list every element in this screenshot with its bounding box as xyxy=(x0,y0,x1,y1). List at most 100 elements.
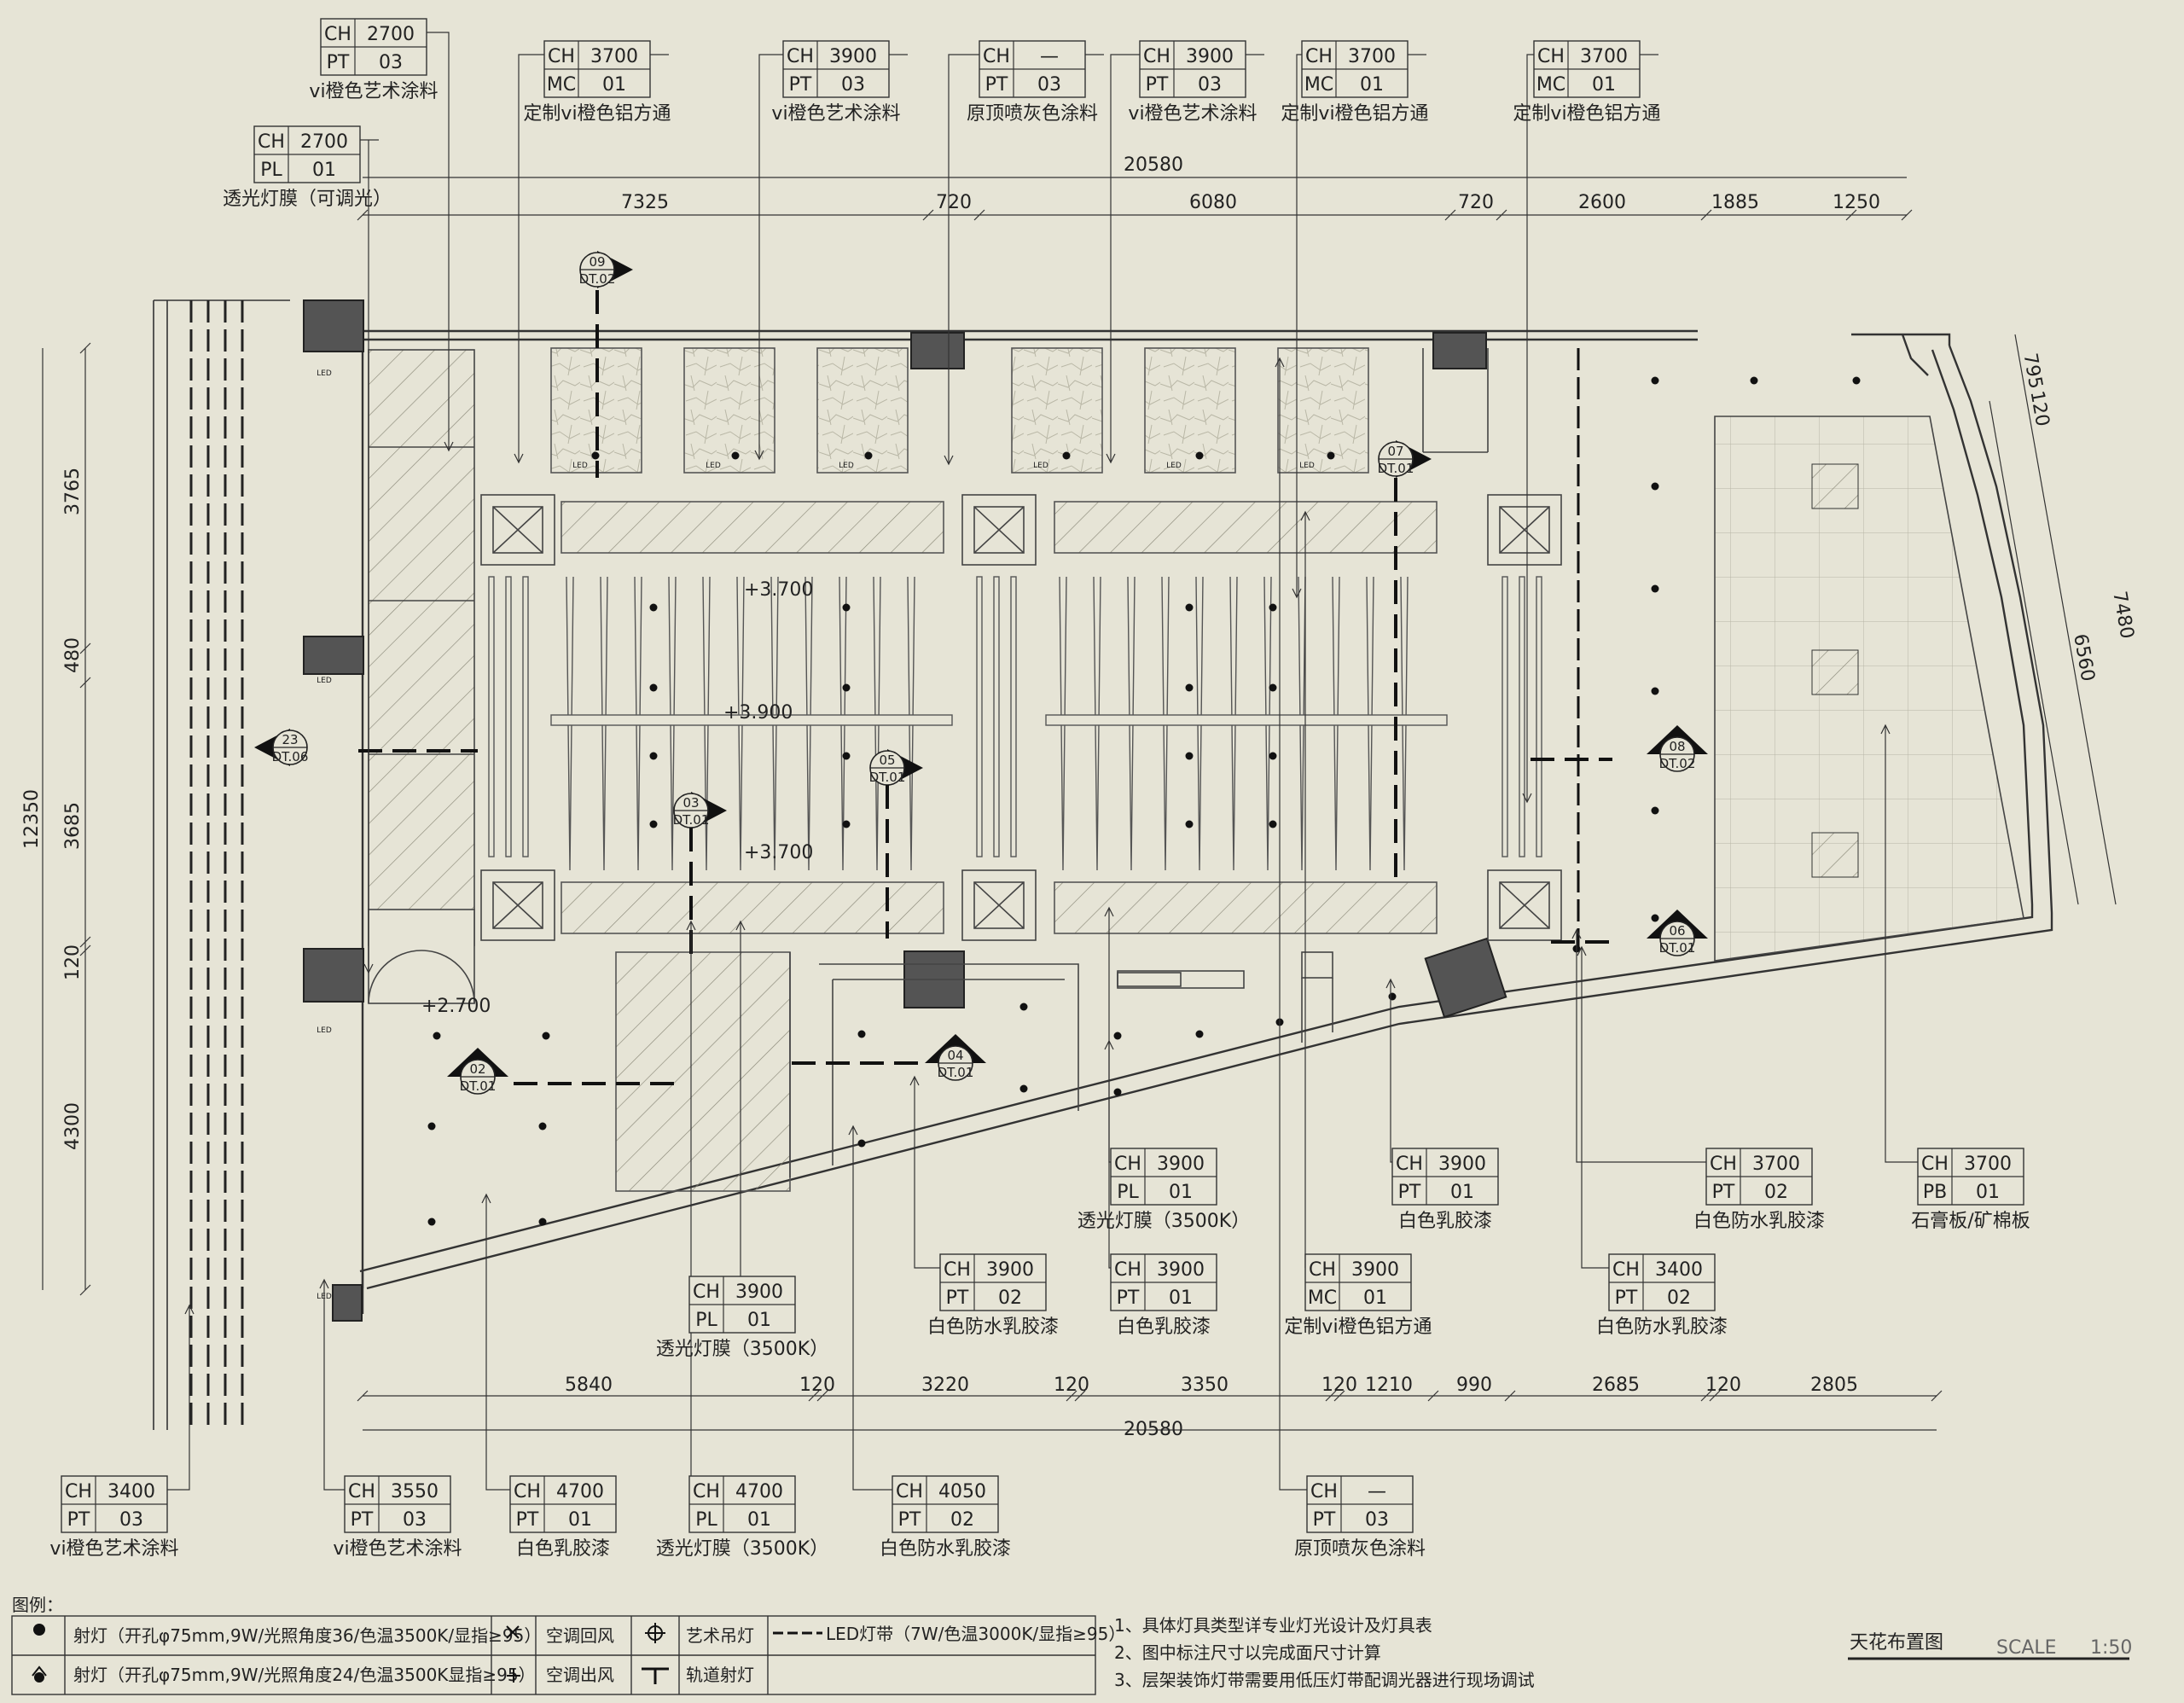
svg-text:原顶喷灰色涂料: 原顶喷灰色涂料 xyxy=(1294,1538,1426,1560)
svg-text:CH: CH xyxy=(1710,1154,1737,1175)
svg-text:PL: PL xyxy=(260,160,282,181)
left-light-film-panel xyxy=(368,349,475,1004)
downlight xyxy=(842,752,851,760)
svg-text:CH: CH xyxy=(1305,46,1333,67)
downlight xyxy=(1651,687,1659,695)
svg-text:LED: LED xyxy=(1033,462,1048,470)
svg-text:PT: PT xyxy=(946,1287,969,1309)
svg-text:MC: MC xyxy=(1304,74,1333,96)
svg-text:DT.01: DT.01 xyxy=(938,1065,974,1080)
svg-text:3900: 3900 xyxy=(1351,1259,1399,1281)
svg-text:01: 01 xyxy=(1976,1182,2000,1203)
downlight xyxy=(1269,683,1277,692)
svg-text:—: — xyxy=(1368,1481,1386,1502)
svg-text:CH: CH xyxy=(548,46,575,67)
downlight xyxy=(1062,451,1071,460)
title-block: 天花布置图 SCALE 1:50 xyxy=(1848,1632,2132,1660)
downlight xyxy=(1750,376,1758,385)
legend-ac-supply: 空调出风 xyxy=(546,1665,614,1685)
slat xyxy=(702,576,711,871)
slat xyxy=(873,576,881,871)
svg-text:CH: CH xyxy=(1143,46,1170,67)
elevation-c: +3.700 xyxy=(744,842,813,863)
slat-crossbars xyxy=(550,714,1448,726)
legend-spot-24: 射灯（开孔φ75mm,9W/光照角度24/色温3500K显指≥95） xyxy=(73,1665,536,1685)
svg-text:PT: PT xyxy=(327,52,350,73)
svg-text:PL: PL xyxy=(695,1310,717,1331)
svg-text:白色防水乳胶漆: 白色防水乳胶漆 xyxy=(1693,1211,1825,1232)
downlight xyxy=(1388,992,1397,1001)
scale-label: SCALE xyxy=(1996,1637,2057,1659)
svg-text:PL: PL xyxy=(695,1509,717,1531)
svg-text:LED: LED xyxy=(839,462,854,470)
svg-text:01: 01 xyxy=(1360,74,1384,96)
svg-text:CH: CH xyxy=(944,1259,971,1281)
slat xyxy=(1332,576,1340,871)
downlight xyxy=(857,1030,866,1038)
svg-text:01: 01 xyxy=(747,1310,771,1331)
svg-text:CH: CH xyxy=(1114,1259,1141,1281)
led-slat-strip xyxy=(488,576,495,857)
svg-text:3400: 3400 xyxy=(1655,1259,1703,1281)
downlight xyxy=(591,451,600,460)
dim-top-segment: 1885 xyxy=(1711,192,1759,213)
svg-text:05: 05 xyxy=(879,753,895,768)
svg-text:3700: 3700 xyxy=(1580,46,1628,67)
downlight xyxy=(649,752,658,760)
downlight xyxy=(1185,603,1194,612)
slat xyxy=(1195,576,1204,871)
dim-top-segment: 7325 xyxy=(621,192,669,213)
svg-text:MC: MC xyxy=(547,74,576,96)
slat xyxy=(634,576,642,871)
svg-text:CH: CH xyxy=(348,1481,375,1502)
downlight xyxy=(538,1218,547,1226)
slat xyxy=(668,576,677,871)
ac-units xyxy=(480,494,1562,941)
lower-rooms xyxy=(789,348,1489,1177)
downlight xyxy=(649,603,658,612)
note-2: 2、图中标注尺寸以完成面尺寸计算 xyxy=(1114,1642,1381,1663)
svg-text:定制vi橙色铝方通: 定制vi橙色铝方通 xyxy=(523,103,671,125)
ceiling-slats xyxy=(488,576,1542,871)
slat xyxy=(1059,576,1067,871)
dim-bottom-segment: 120 xyxy=(799,1375,835,1396)
slat xyxy=(1400,576,1409,871)
slat xyxy=(566,576,574,871)
svg-text:3900: 3900 xyxy=(1438,1154,1486,1175)
downlight xyxy=(1195,1030,1204,1038)
svg-text:09: 09 xyxy=(589,254,605,270)
legend-table: 图例： 射灯（开孔φ75mm,9W/光照角度36/色温3500K/显指≥95） … xyxy=(11,1595,1125,1695)
svg-text:02: 02 xyxy=(998,1287,1022,1309)
svg-text:PL: PL xyxy=(1117,1182,1139,1203)
dim-top-segment: 6080 xyxy=(1189,192,1237,213)
svg-text:LED: LED xyxy=(317,369,332,378)
svg-text:DT.01: DT.01 xyxy=(460,1078,497,1094)
svg-text:白色乳胶漆: 白色乳胶漆 xyxy=(516,1538,610,1560)
svg-text:3900: 3900 xyxy=(1157,1259,1205,1281)
dim-bottom-segment: 5840 xyxy=(565,1375,613,1396)
building-outline xyxy=(359,329,2053,1314)
svg-text:PT: PT xyxy=(1313,1509,1336,1531)
svg-text:vi橙色艺术涂料: vi橙色艺术涂料 xyxy=(771,103,900,125)
dim-bottom-segment: 1210 xyxy=(1365,1375,1413,1396)
slat xyxy=(600,576,608,871)
svg-text:—: — xyxy=(1040,46,1059,67)
svg-text:CH: CH xyxy=(1537,46,1565,67)
gypsum-board-area xyxy=(1714,416,2024,962)
downlight xyxy=(427,1218,436,1226)
slat xyxy=(1093,576,1101,871)
downlight xyxy=(1327,451,1335,460)
downlight xyxy=(1269,820,1277,828)
svg-text:LED: LED xyxy=(706,462,721,470)
svg-text:3900: 3900 xyxy=(1186,46,1234,67)
slat xyxy=(1127,576,1136,871)
svg-text:3900: 3900 xyxy=(735,1282,783,1303)
dim-right-inner: 6560 xyxy=(2069,632,2098,683)
svg-text:07: 07 xyxy=(1387,444,1403,459)
